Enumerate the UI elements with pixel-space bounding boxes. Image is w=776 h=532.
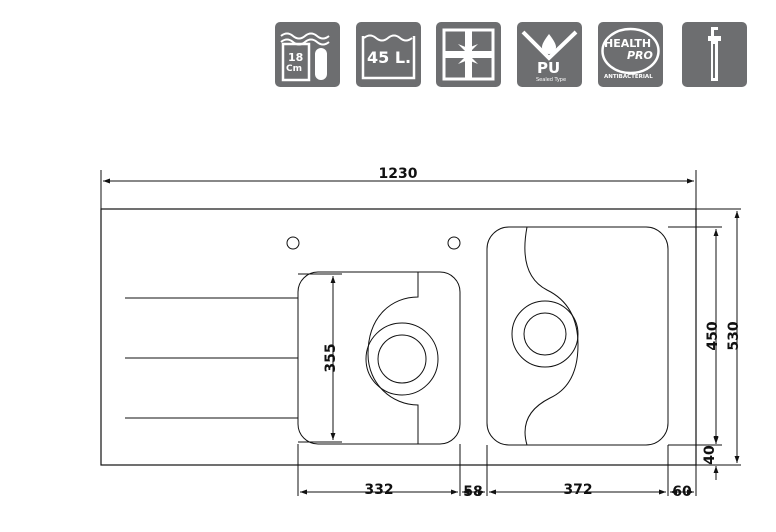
- dimension-bowl-small-width: 332: [364, 482, 393, 498]
- bowl-large: [486, 226, 669, 446]
- depth-value: 18: [288, 51, 304, 64]
- drain-outer: [365, 322, 439, 396]
- dimension-bowl-large-width: 372: [563, 482, 592, 498]
- dimension-total-width: 1230: [379, 166, 418, 182]
- soap-dispenser-icon: [682, 22, 747, 87]
- reversible-gift-icon: [436, 22, 501, 87]
- pro-label: PRO: [627, 49, 653, 62]
- drain-inner: [523, 312, 567, 356]
- sink-depth-icon: 18 Cm: [275, 22, 340, 87]
- volume-value: 45 L.: [367, 48, 412, 67]
- dimension-side-edge: 60: [672, 484, 692, 500]
- bowl-small-inner: [367, 272, 419, 444]
- drain-inner: [377, 334, 427, 384]
- tap-hole: [286, 236, 300, 250]
- drain-outer: [511, 300, 579, 368]
- depth-unit: Cm: [286, 64, 302, 74]
- dimension-total-depth: 530: [726, 321, 742, 350]
- tap-hole: [447, 236, 461, 250]
- bowl-volume-icon: 45 L.: [356, 22, 421, 87]
- feature-badges: 18 Cm 45 L. PU Sealed Type HEALTH PRO: [275, 22, 747, 88]
- dimension-bowl-small-height: 355: [323, 343, 339, 372]
- health-label: HEALTH: [604, 37, 652, 50]
- pu-sealed-icon: PU Sealed Type: [517, 22, 582, 87]
- sink-outline: [100, 208, 697, 466]
- dimension-divider: 58: [463, 484, 482, 500]
- dimension-bowl-large-height: 450: [705, 321, 721, 350]
- pu-label: PU: [537, 59, 561, 77]
- bowl-large-inner: [524, 226, 579, 446]
- health-pro-icon: HEALTH PRO ANTIBACTERIAL: [598, 22, 663, 87]
- dimension-back-edge: 40: [702, 445, 718, 465]
- bowl-small: [297, 271, 461, 445]
- antibacterial-label: ANTIBACTERIAL: [604, 74, 653, 80]
- pu-sublabel: Sealed Type: [536, 77, 567, 83]
